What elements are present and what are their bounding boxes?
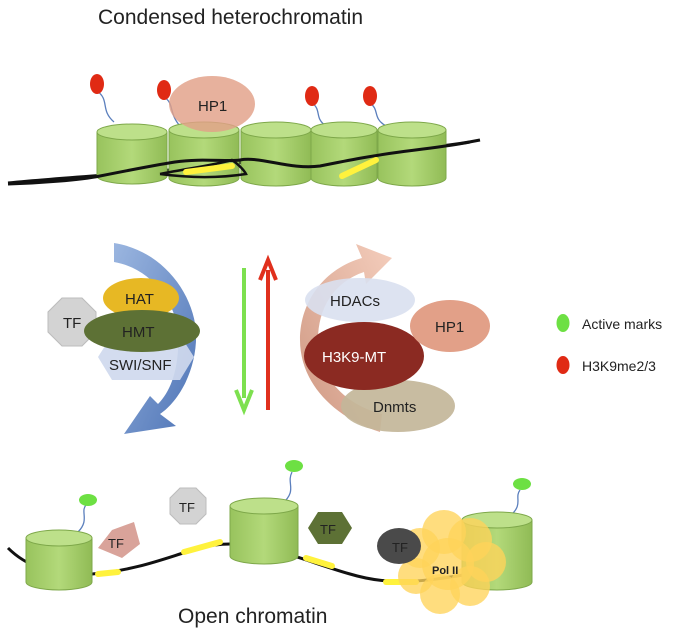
active-mark — [79, 494, 97, 506]
h3k9-mark-swatch — [556, 356, 570, 374]
repressive-complex: HDACs Dnmts H3K9-MT HP1 — [300, 244, 490, 432]
linker-dna — [95, 569, 121, 577]
pol2-complex — [398, 510, 506, 614]
hdacs-enzyme — [305, 278, 415, 322]
legend-h3k9-label: H3K9me2/3 — [582, 358, 656, 374]
active-mark-swatch — [556, 314, 570, 332]
tf-label: TF — [63, 315, 81, 332]
hp1-label: HP1 — [198, 98, 227, 115]
tf-pink-label: TF — [108, 536, 124, 551]
tf-gray-label: TF — [179, 500, 195, 515]
dnmts-label: Dnmts — [373, 399, 416, 416]
open-chromatin: TF TF TF Pol II TF — [6, 460, 533, 614]
tf-octagon — [47, 297, 97, 347]
linker-dna — [303, 555, 335, 569]
tf-gray — [169, 487, 207, 525]
dna-strand-front — [7, 140, 471, 186]
hdacs-label: HDACs — [330, 293, 380, 310]
nucleosome — [310, 121, 378, 187]
hat-label: HAT — [125, 291, 154, 308]
pol2-label: Pol II — [432, 565, 458, 577]
equilibrium-arrows — [234, 254, 278, 416]
swi-snf-label: SWI/SNF — [109, 357, 172, 374]
active-mark — [285, 460, 303, 472]
arrow-up-head — [258, 254, 278, 281]
tf-dark-label: TF — [320, 522, 336, 537]
active-mark — [513, 478, 531, 490]
nucleosome — [96, 123, 168, 185]
linker-dna — [183, 163, 235, 175]
h3k9mt-enzyme — [304, 322, 424, 390]
hat-enzyme — [103, 278, 179, 318]
tf-dark — [308, 512, 352, 544]
nucleosome — [25, 529, 93, 591]
legend-active-label: Active marks — [582, 316, 662, 332]
hmt-enzyme — [84, 310, 200, 352]
hp1-right-label: HP1 — [435, 319, 464, 336]
repressive-marks — [90, 74, 387, 127]
condensed-heterochromatin: HP1 — [7, 74, 481, 187]
linker-dna — [339, 157, 379, 179]
arrow-down-head — [234, 389, 254, 416]
hmt-label: HMT — [122, 324, 155, 341]
nucleosomes-top — [96, 121, 447, 187]
activating-complex: SWI/SNF TF HAT HMT — [47, 243, 200, 434]
h3k9-mark — [90, 74, 104, 94]
hp1-protein — [169, 76, 255, 132]
h3k9-mark — [157, 80, 171, 100]
tf-black — [377, 528, 421, 564]
nucleosome — [229, 497, 299, 565]
hp1-right — [410, 300, 490, 352]
tf-black-label: TF — [392, 540, 408, 555]
nucleosome — [377, 121, 447, 187]
bottom-title: Open chromatin — [178, 605, 327, 628]
h3k9mt-label: H3K9-MT — [322, 349, 386, 366]
h3k9-mark — [305, 86, 319, 106]
legend: Active marks H3K9me2/3 — [556, 314, 662, 374]
dnmts-enzyme — [341, 380, 455, 432]
linker-dna — [181, 539, 223, 555]
tf-pink — [98, 522, 140, 558]
h3k9-mark — [363, 86, 377, 106]
top-title: Condensed heterochromatin — [98, 6, 363, 29]
nucleosome — [240, 121, 312, 187]
